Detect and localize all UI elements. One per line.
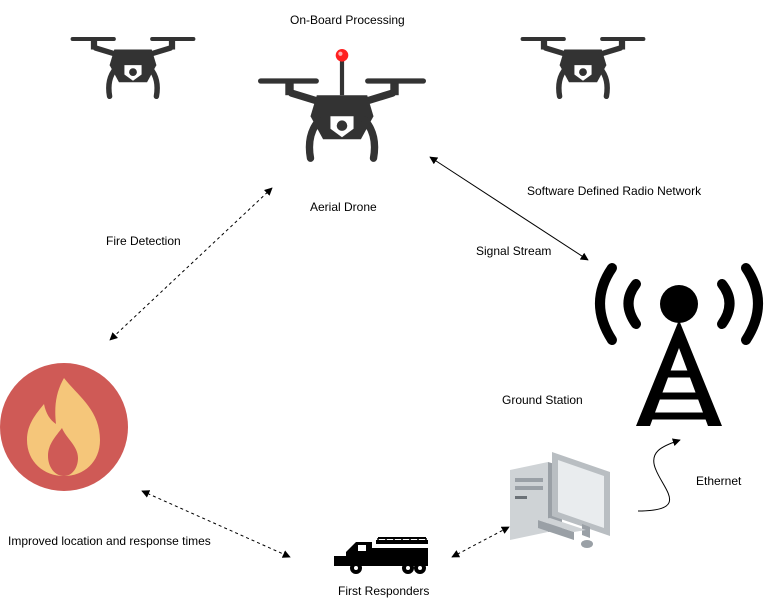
- improved-location-label: Improved location and response times: [8, 534, 211, 548]
- desktop-computer-icon: [510, 452, 610, 548]
- connector-drone-fire: [109, 187, 273, 341]
- fire-detection-label: Fire Detection: [106, 234, 181, 248]
- first-responders-label: First Responders: [338, 584, 430, 598]
- led-indicator-icon: [335, 49, 349, 62]
- fire-icon: [0, 363, 128, 491]
- drone-icon-left: [71, 37, 196, 96]
- ground-station-label: Ground Station: [502, 393, 583, 407]
- onboard-processing-label: On-Board Processing: [290, 13, 405, 27]
- connector-drone-tower: [429, 156, 589, 261]
- ethernet-label: Ethernet: [696, 474, 742, 488]
- fire-truck-icon: [334, 537, 428, 574]
- signal-stream-label: Signal Stream: [476, 244, 552, 258]
- drone-icon-main: [258, 49, 426, 158]
- connector-ethernet: [637, 438, 681, 512]
- software-defined-radio-network-label: Software Defined Radio Network: [527, 184, 702, 198]
- connector-truck-computer: [451, 526, 510, 558]
- drone-icon-right: [521, 37, 646, 96]
- aerial-drone-label: Aerial Drone: [310, 200, 377, 214]
- radio-tower-icon: [595, 263, 763, 426]
